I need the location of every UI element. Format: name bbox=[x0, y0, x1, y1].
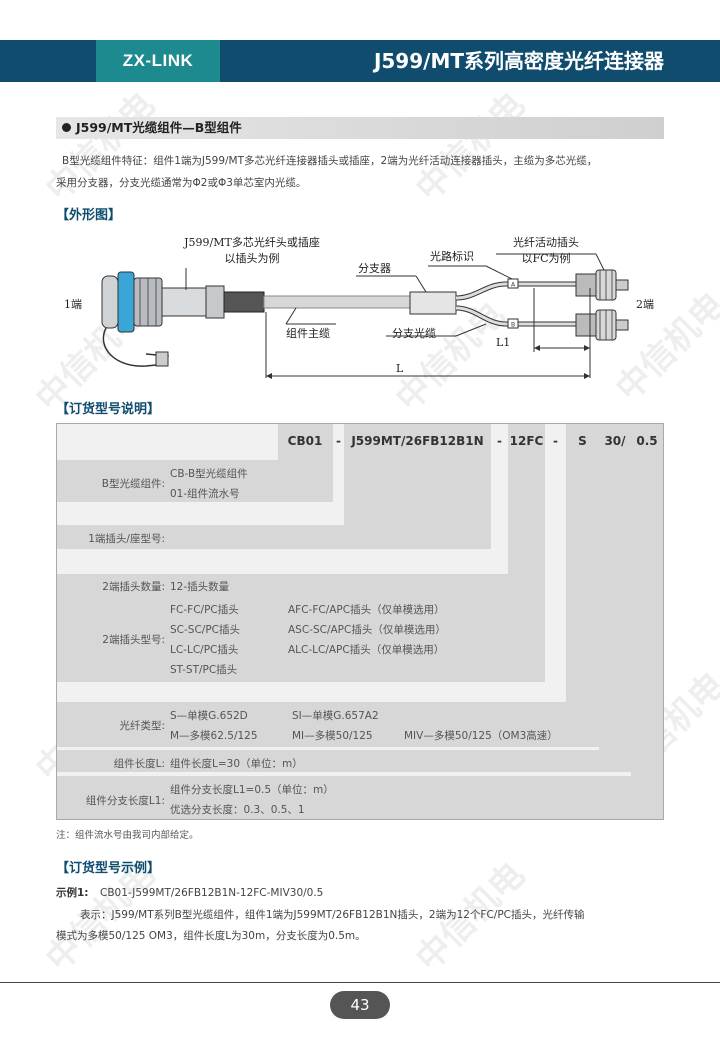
fc-plug-icon bbox=[575, 269, 629, 301]
code-dash: - bbox=[553, 434, 558, 448]
watermark: 中信机电 bbox=[408, 84, 533, 210]
example-desc-1: 表示：J599/MT系列B型光缆组件，组件1端为J599MT/26FB12B1N… bbox=[80, 909, 585, 921]
row-label-end2-type: 2端插头型号: bbox=[102, 634, 165, 646]
code-column bbox=[278, 424, 333, 460]
callout-main-cable: 组件主缆 bbox=[286, 327, 330, 340]
row-value: SI—单模G.657A2 bbox=[292, 710, 379, 722]
row-value: 组件长度L=30（单位：m） bbox=[170, 758, 303, 770]
row-value: M—多模62.5/125 bbox=[170, 730, 258, 742]
row-value: FC-FC/PC插头 bbox=[170, 604, 239, 616]
callout-fiber-plug: 光纤活动插头 以FC为例 bbox=[496, 234, 596, 266]
footer-rule bbox=[0, 982, 720, 983]
brand-badge bbox=[96, 40, 220, 82]
order-spec-heading: 【订货型号说明】 bbox=[56, 402, 161, 417]
tag-a: A bbox=[511, 282, 516, 289]
code-s: S bbox=[578, 434, 587, 448]
example-heading: 【订货型号示例】 bbox=[56, 861, 161, 876]
row-value: ASC-SC/APC插头（仅单模选用） bbox=[288, 624, 446, 636]
code-column bbox=[344, 424, 491, 525]
example-desc-2: 模式为多模50/125 OM3，组件长度L为30m，分支长度为0.5m。 bbox=[56, 930, 366, 942]
row-value: SC-SC/PC插头 bbox=[170, 624, 240, 636]
step-bar bbox=[57, 460, 333, 502]
section-title: J599/MT光缆组件—B型组件 bbox=[76, 120, 242, 135]
cable-assembly-drawing: A B bbox=[101, 253, 629, 379]
code-column bbox=[631, 424, 663, 776]
section-title-bar bbox=[56, 117, 664, 139]
row-label-assembly: B型光缆组件: bbox=[101, 478, 165, 490]
row-value: 组件分支长度L1=0.5（单位：m） bbox=[170, 784, 334, 796]
callout-connector: J599/MT多芯光纤头或插座 以插头为例 bbox=[162, 234, 342, 266]
row-label-fiber-type: 光纤类型: bbox=[119, 720, 165, 732]
step-bar bbox=[57, 574, 545, 682]
row-label-length: 组件长度L: bbox=[113, 758, 165, 770]
callout-splitter: 分支器 bbox=[358, 262, 391, 275]
end-1-label: 1端 bbox=[64, 298, 82, 311]
row-value: MI—多模50/125 bbox=[292, 730, 373, 742]
row-value: ALC-LC/APC插头（仅单模选用） bbox=[288, 644, 445, 656]
example-code: CB01-J599MT/26FB12B1N-12FC-MIV30/0.5 bbox=[100, 887, 324, 899]
row-label-end1: 1端插头/座型号: bbox=[88, 533, 165, 545]
step-bar bbox=[57, 776, 663, 819]
code-30: 30/ bbox=[604, 434, 626, 448]
page-number: 43 bbox=[330, 991, 390, 1019]
code-column bbox=[508, 424, 545, 574]
callout-connector-line-1: J599/MT多芯光纤头或插座 bbox=[184, 236, 320, 249]
code-cb01: CB01 bbox=[287, 434, 323, 448]
code-0-5: 0.5 bbox=[636, 434, 658, 448]
step-bar bbox=[57, 750, 631, 772]
row-value: 12-插头数量 bbox=[170, 581, 230, 593]
tag-b: B bbox=[511, 322, 515, 329]
callout-fiber-plug-line-1: 光纤活动插头 bbox=[513, 236, 579, 249]
row-value: AFC-FC/APC插头（仅单模选用） bbox=[288, 604, 445, 616]
row-value: S—单模G.652D bbox=[170, 710, 248, 722]
callout-path-label: 光路标识 bbox=[430, 250, 474, 263]
row-label-branch-length: 组件分支长度L1: bbox=[85, 795, 165, 807]
row-label-end2-qty: 2端插头数量: bbox=[102, 581, 165, 593]
row-value: ST-ST/PC插头 bbox=[170, 664, 238, 676]
code-column bbox=[566, 424, 599, 702]
callout-fiber-plug-line-2: 以FC为例 bbox=[521, 252, 571, 265]
bullet-icon bbox=[62, 123, 71, 132]
code-dash: - bbox=[497, 434, 502, 448]
fc-plug-icon bbox=[575, 309, 629, 341]
dimension-l1: L1 bbox=[496, 336, 511, 349]
code-column bbox=[599, 424, 631, 750]
code-12fc: 12FC bbox=[509, 434, 544, 448]
row-value: CB-B型光缆组件 bbox=[170, 468, 248, 480]
step-bar bbox=[57, 525, 491, 549]
step-bar bbox=[57, 702, 599, 747]
end-2-label: 2端 bbox=[636, 298, 654, 311]
code-connector: J599MT/26FB12B1N bbox=[351, 434, 484, 448]
intro-line-2: 采用分支器，分支光缆通常为Φ2或Φ3单芯室内光缆。 bbox=[56, 177, 307, 189]
page-title: J599/MT系列高密度光纤连接器 bbox=[373, 49, 664, 73]
brand-name: ZX-LINK bbox=[122, 51, 194, 70]
order-note: 注：组件流水号由我司内部给定。 bbox=[56, 830, 199, 841]
row-value: 优选分支长度：0.3、0.5、1 bbox=[170, 804, 305, 816]
callout-branch-cable: 分支光缆 bbox=[392, 327, 436, 340]
code-dash: - bbox=[336, 434, 341, 448]
dimension-l: L bbox=[396, 362, 404, 375]
intro-line-1: B型光缆组件特征：组件1端为J599/MT多芯光纤连接器插头或插座，2端为光纤活… bbox=[62, 155, 598, 167]
example-label: 示例1: bbox=[56, 887, 89, 899]
row-value: LC-LC/PC插头 bbox=[170, 644, 239, 656]
callout-connector-line-2: 以插头为例 bbox=[224, 252, 280, 265]
row-value: 01-组件流水号 bbox=[170, 488, 240, 500]
outline-heading: 【外形图】 bbox=[56, 208, 122, 223]
row-value: MIV—多模50/125（OM3高速） bbox=[404, 730, 558, 742]
circular-connector-icon bbox=[101, 271, 265, 367]
